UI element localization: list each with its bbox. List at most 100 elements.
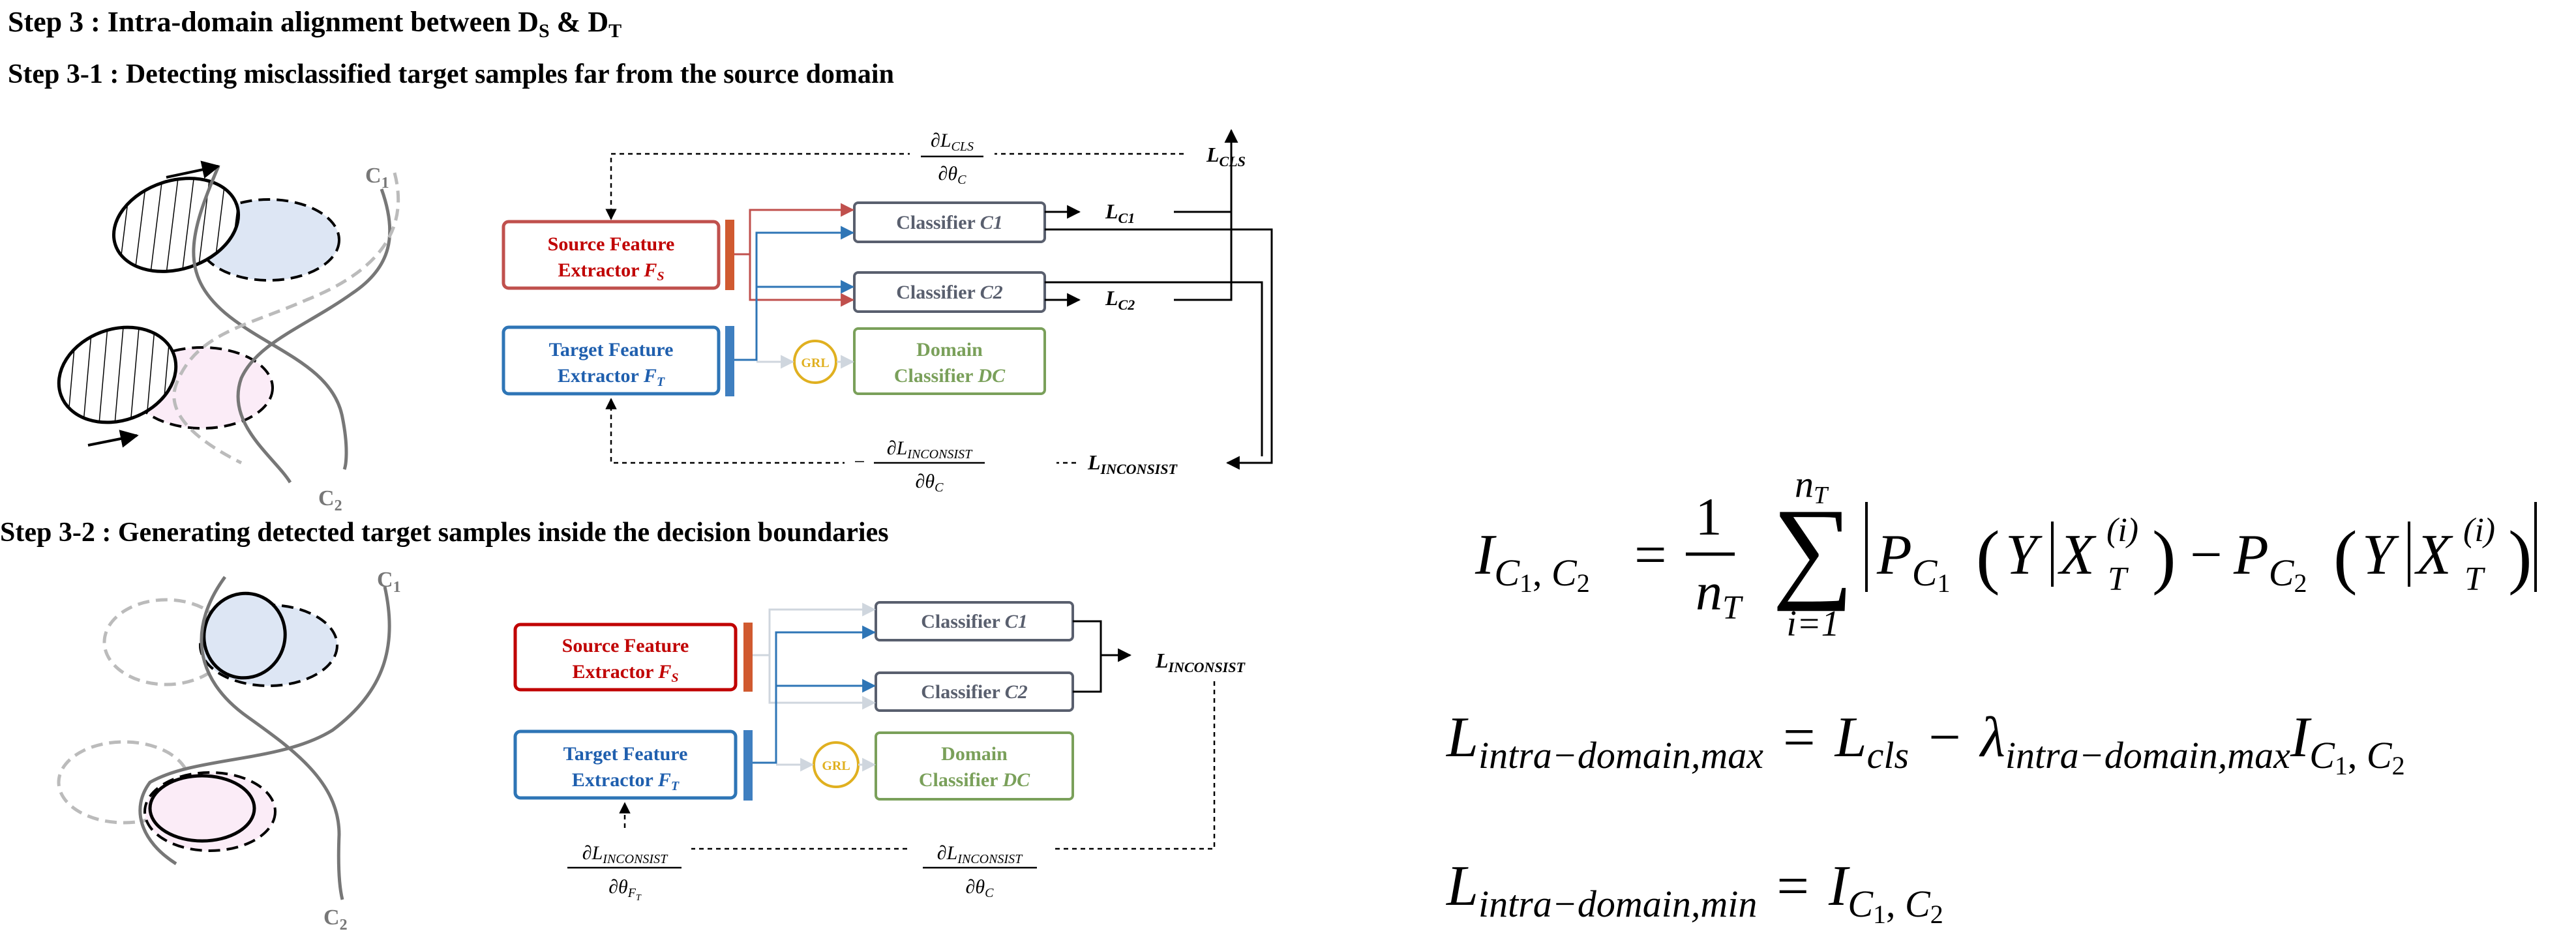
target-extractor-2: Target Feature Extractor FT [513,729,753,801]
svg-text:Classifier C1: Classifier C1 [896,212,1003,233]
loss-inconsist-label-2: LINCONSIST [1155,649,1246,675]
c1-to-inconsist-line [1045,228,1273,470]
eq1-term1: PC1 [1876,523,1950,598]
svg-text:Source Feature: Source Feature [562,635,689,656]
loss-inconsist-label-1: LINCONSIST [1087,450,1178,477]
svg-text:Extractor FS: Extractor FS [572,661,678,685]
grad-cls-fraction: ∂LCLS ∂θC [921,130,983,187]
cluster-sketch-2: C1 C2 [57,568,401,934]
target-cluster-2-solid [148,774,256,843]
decision-boundary-dashed [172,172,400,465]
svg-text:Classifier C1: Classifier C1 [921,611,1028,632]
c2-to-inconsist-line [1045,281,1263,456]
source-extractor-1: Source Feature Extractor FS [502,220,734,290]
eq3-text: Lintra−domain,min=IC1, C2 [1445,855,1943,929]
grl-node-1: GRL [793,340,837,384]
svg-text:Classifier C2: Classifier C2 [896,282,1003,303]
target-route-to-c1 [734,226,855,361]
classifier-c1-box-1: Classifier C1 [853,201,1046,243]
svg-text:∂θC: ∂θC [916,471,944,495]
heading-step3-2: Step 3-2 : Generating detected target sa… [0,518,889,548]
eq1-sum-symbol: ∑ [1773,485,1854,611]
eq1-x-1-sup: (i) [2106,512,2138,549]
lc2-to-lcls-line [1174,128,1238,301]
svg-text:Classifier DC: Classifier DC [894,365,1006,387]
svg-text:GRL: GRL [801,356,829,370]
svg-text:∂LINCONSIST: ∂LINCONSIST [937,842,1023,866]
loss-c2-label: LC2 [1105,286,1135,313]
eq1-minus: − [2190,523,2223,587]
diagram-1: Source Feature Extractor FS Target Featu… [502,124,1273,495]
source-extractor-1-bar [725,220,734,290]
svg-text:∂LINCONSIST: ∂LINCONSIST [582,842,668,866]
c1-2-output-line [1073,620,1102,655]
cluster-c1-label-2: C1 [377,568,401,596]
cluster-c2-label-2: C2 [323,905,348,934]
svg-text:∂LINCONSIST: ∂LINCONSIST [887,437,973,462]
cluster-c2-label: C2 [318,486,342,514]
classifier-c2-box-1: Classifier C2 [853,271,1046,313]
shift-arrow-top [166,160,220,179]
grad-ft-fraction: ∂LINCONSIST ∂θFT [567,842,681,903]
source-cluster-top-hatched [112,177,241,273]
svg-text:Classifier DC: Classifier DC [919,769,1030,791]
eq1-x-2-sub: T [2464,561,2485,598]
svg-text:GRL: GRL [822,759,850,773]
classifier-c2-box-2: Classifier C2 [875,671,1074,712]
decision-boundary-2-right [138,586,391,866]
loss-c1-label: LC1 [1105,199,1135,226]
eq1-x-1-sub: T [2108,561,2129,598]
target-extractor-1-bar [725,326,734,396]
cluster-sketch-1: C1 C2 [57,160,400,514]
eq1-frac-den: nT [1696,562,1743,626]
svg-text:Source Feature: Source Feature [548,233,675,255]
eq1-term2: PC2 [2233,523,2307,598]
diagram-2: Source Feature Extractor FS Target Featu… [513,601,1246,913]
decision-boundary-solid [192,166,348,470]
source-route-2-to-c1 [753,602,876,656]
eq1-y-2: Y [2362,523,2399,587]
eq1-paren-close-2: ) [2508,516,2532,596]
target-cluster-bottom-hatched [57,325,178,424]
svg-text:Extractor FT: Extractor FT [572,769,680,793]
eq1-x-2-sup: (i) [2463,512,2495,549]
eq1-paren-open-1: ( [1976,516,2000,596]
svg-text:−: − [854,451,865,473]
svg-text:Extractor FT: Extractor FT [558,365,665,389]
heading-step3-1: Step 3-1 : Detecting misclassified targe… [8,59,894,89]
eq1-frac-num: 1 [1696,487,1722,546]
cluster-c1-label: C1 [365,164,389,192]
eq1-sum-lower: i=1 [1786,604,1839,644]
equation-1: IC1, C2 = 1 nT nT ∑ i=1 PC1 ( Y X (i) T … [1475,463,2537,644]
eq1-x-1: X [2058,523,2097,587]
source-extractor-2-bar [743,623,753,692]
grl-node-2: GRL [813,741,860,788]
source-route-2-to-c2 [768,655,876,710]
source-cluster-2-solid [202,591,287,680]
grad-2-path [625,681,1216,850]
svg-text:Classifier C2: Classifier C2 [921,681,1028,703]
equation-2: Lintra−domain,max=Lcls−λintra−domain,max… [1445,706,2405,780]
domain-classifier-box-1: Domain Classifier DC [853,327,1046,395]
target-route-2-to-c1 [753,625,876,764]
source-route-to-c1 [734,203,855,256]
domain-classifier-box-2: Domain Classifier DC [875,731,1074,801]
eq2-text: Lintra−domain,max=Lcls−λintra−domain,max… [1445,706,2405,780]
svg-text:Target Feature: Target Feature [549,339,674,361]
svg-text:∂θC: ∂θC [938,163,967,187]
eq1-sum-upper: nT [1795,463,1829,509]
shift-arrow-bottom [87,430,139,448]
loss-cls-label: LCLS [1206,143,1246,169]
svg-text:Target Feature: Target Feature [563,743,688,765]
decision-boundary-right [236,188,392,484]
eq1-paren-close-1: ) [2152,516,2176,596]
svg-text:∂θFT: ∂θFT [608,876,642,903]
svg-text:Domain: Domain [916,339,983,361]
grad-inconsist-fraction: − ∂LINCONSIST ∂θC [854,437,985,495]
target-extractor-1: Target Feature Extractor FT [502,325,734,396]
eq1-x-2: X [2414,523,2453,587]
svg-text:Domain: Domain [941,743,1008,765]
target-extractor-2-bar [743,730,753,801]
eq1-lhs: IC1, C2 [1475,523,1590,598]
